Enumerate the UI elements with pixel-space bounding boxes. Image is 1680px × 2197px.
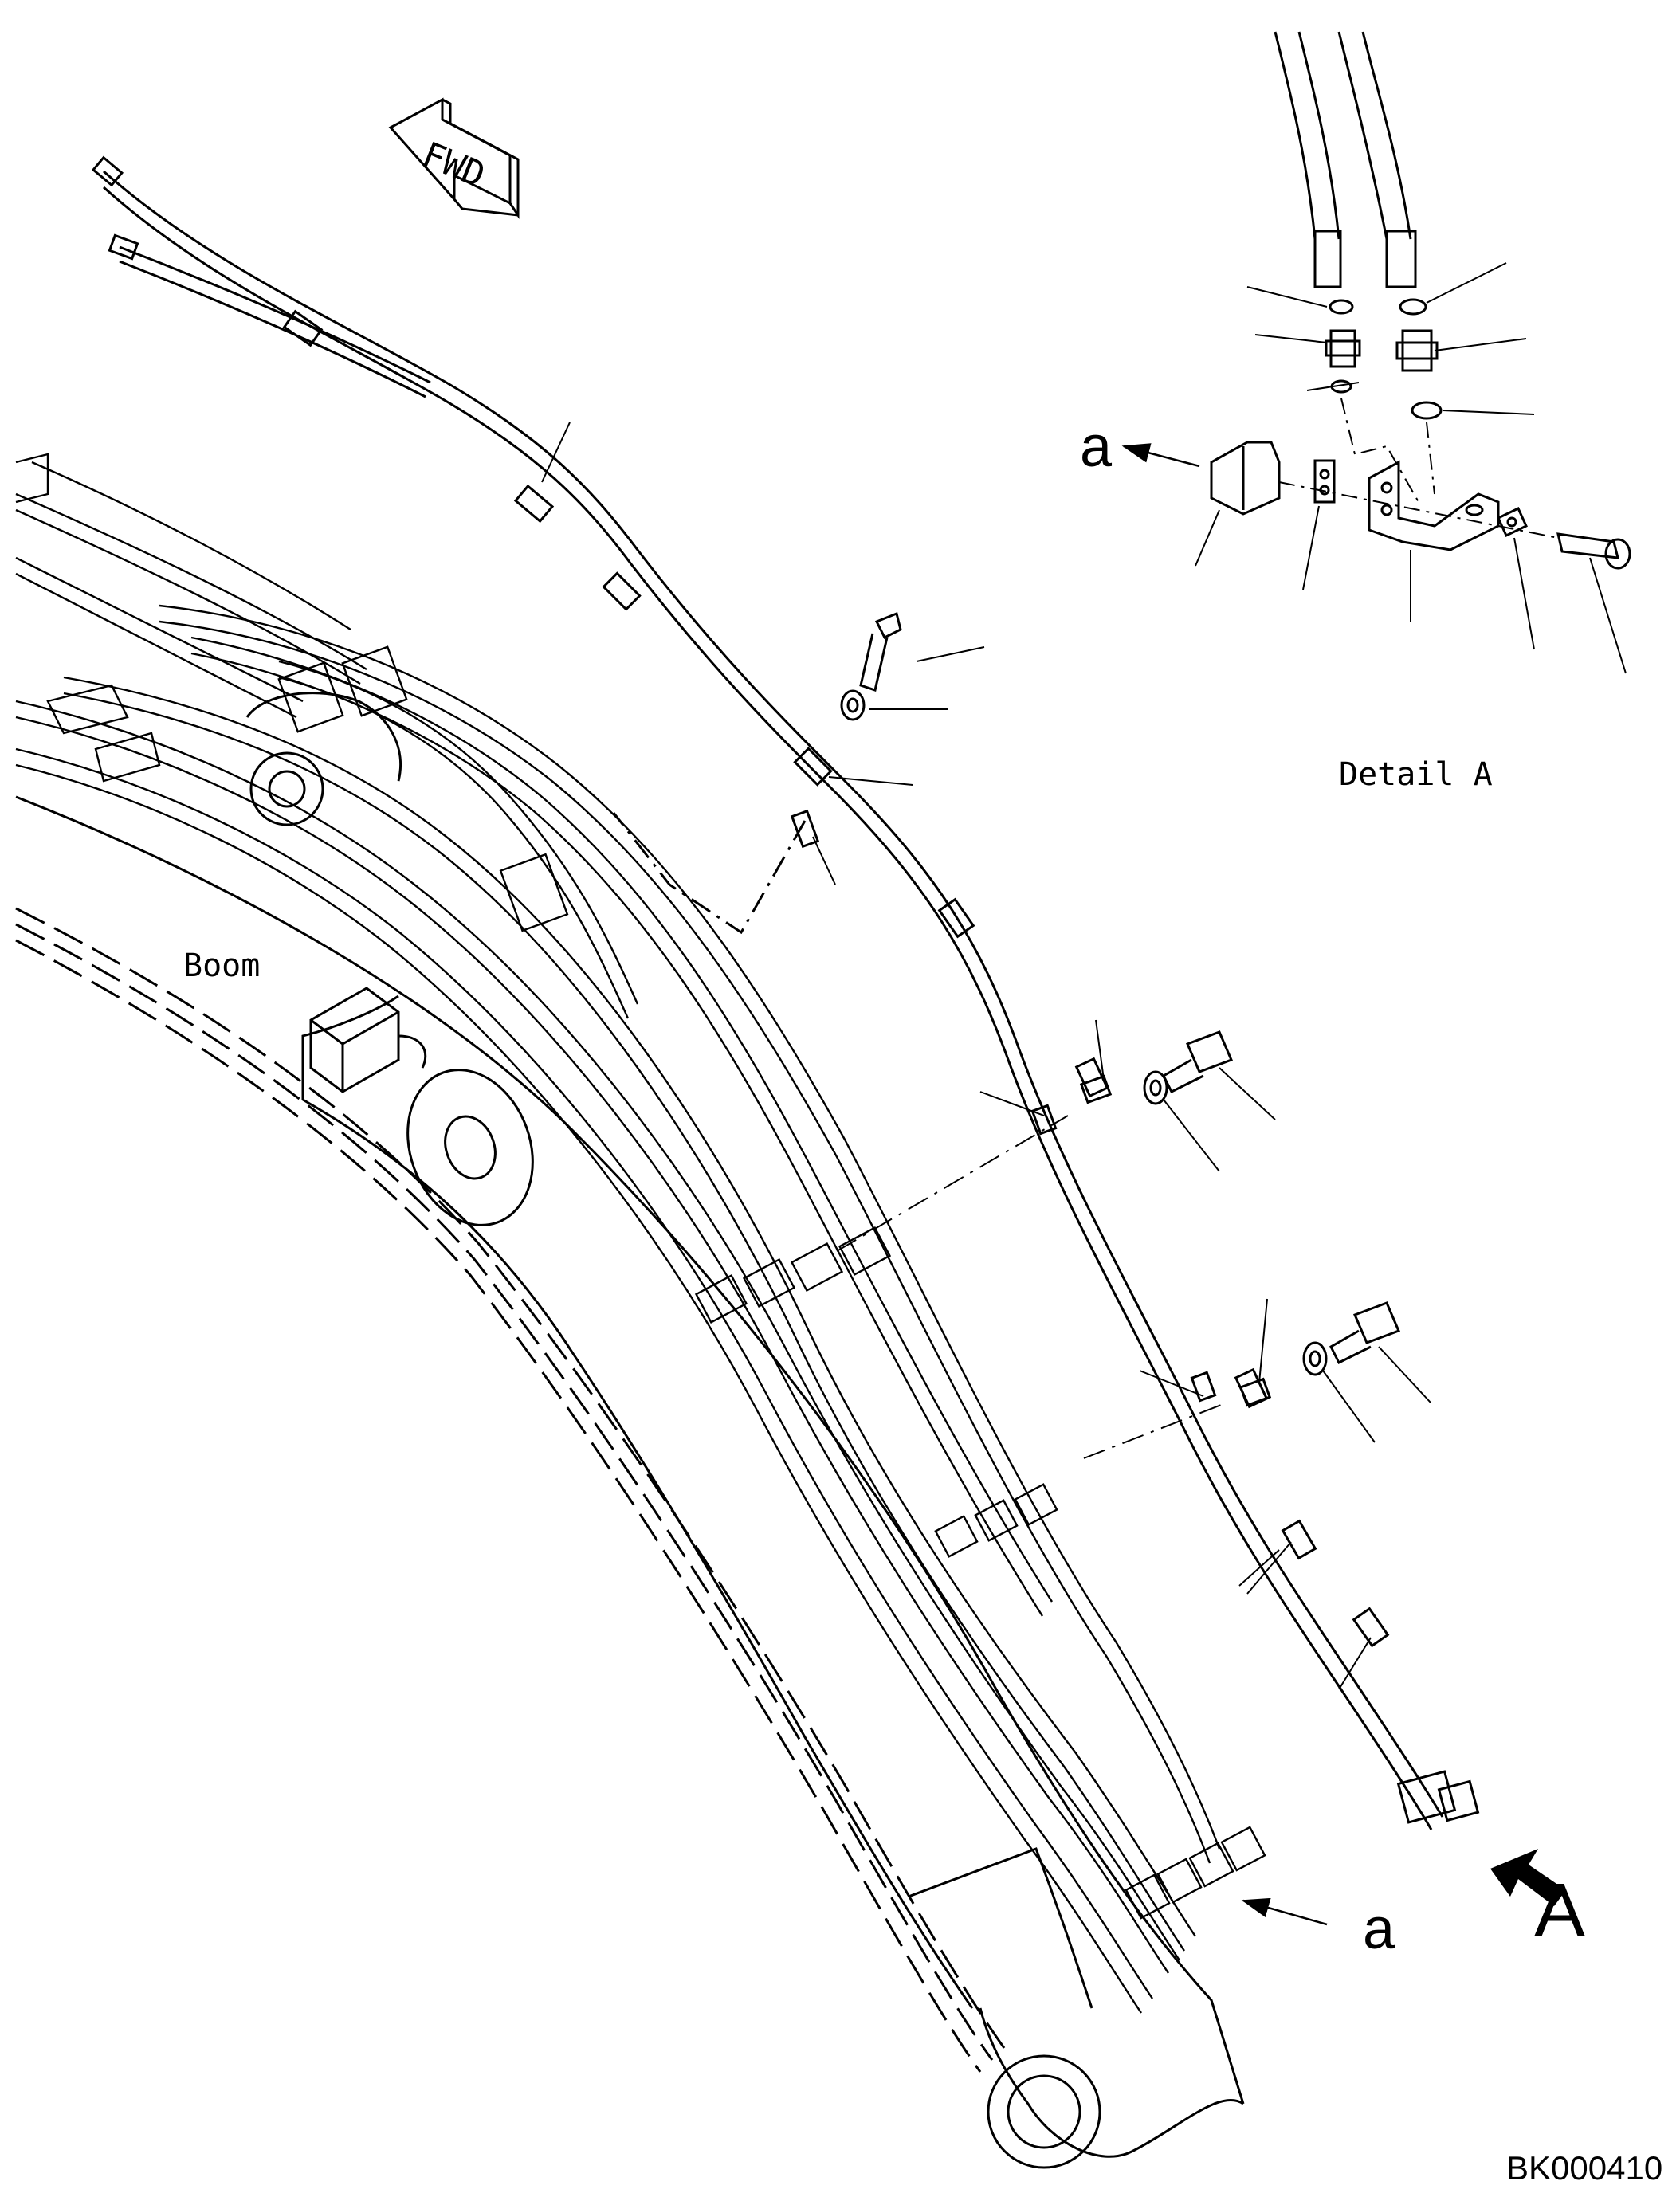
drawing-id: BK000410 — [1506, 2149, 1662, 2187]
hose-bundle — [15, 453, 1266, 2014]
boom-junction-box — [309, 987, 427, 1093]
clamp-a-label: a — [1363, 1897, 1395, 1961]
clamp-parts-lower — [1083, 1298, 1431, 1690]
detail-a-clamp-label: a — [1080, 415, 1113, 479]
fwd-arrow: FWD — [388, 97, 520, 219]
boom-body — [15, 692, 1245, 2169]
clamp-parts-upper — [612, 611, 985, 935]
boom-label: Boom — [183, 947, 260, 984]
view-a-label: A — [1534, 1868, 1585, 1953]
detail-a — [1121, 31, 1631, 674]
auxiliary-hose-run — [91, 155, 1480, 1830]
clamp-parts-middle — [836, 1019, 1276, 1252]
view-a-arrow — [1490, 1849, 1566, 1906]
detail-a-label: Detail A — [1339, 756, 1493, 793]
